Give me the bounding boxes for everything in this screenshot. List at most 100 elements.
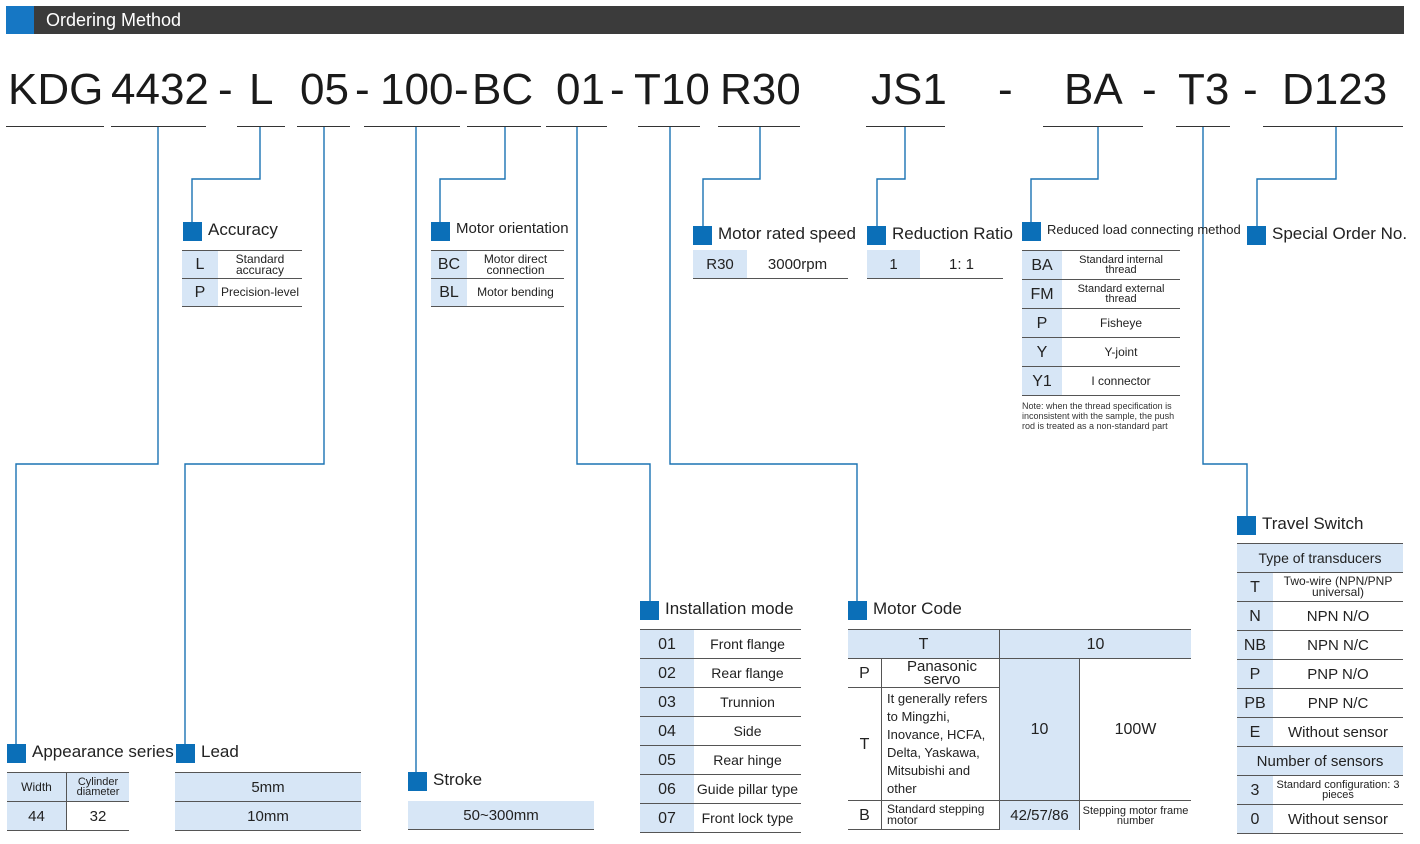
option-code: BL [431, 279, 467, 306]
motor-code-body: P Panasonic servo T It generally refers … [848, 659, 1191, 830]
table-row: BC Motor direct connection [431, 251, 564, 279]
table-header: Width [7, 773, 67, 801]
connector-orientation [439, 127, 506, 222]
table-row: 10mm [175, 802, 361, 831]
accuracy-title: Accuracy [208, 220, 278, 239]
table-row: 50~300mm [408, 801, 594, 830]
option-label: PNP N/O [1307, 665, 1369, 683]
table-row: 05 Rear hinge [640, 746, 801, 775]
code-underline [1263, 126, 1403, 127]
motor-code-title: Motor Code [873, 599, 962, 618]
option-code: NB [1237, 631, 1273, 659]
option-code: P [1022, 309, 1062, 337]
table-row: P PNP N/O [1237, 660, 1403, 689]
option-code: BA [1022, 251, 1062, 279]
diameter-value: 32 [89, 807, 107, 825]
option-code: 07 [640, 804, 694, 832]
connector-accuracy [191, 127, 261, 222]
motor-orientation-table: BC Motor direct connection BL Motor bend… [431, 250, 564, 307]
option-label: Rear hinge [713, 751, 782, 768]
option-label: It generally refers to Mingzhi, Inovance… [887, 691, 988, 796]
table-header: T [848, 630, 1000, 658]
option-label: Without sensor [1287, 723, 1389, 741]
connector-ratio [876, 127, 906, 226]
option-label: Y-joint [1104, 344, 1138, 359]
option-code: BC [431, 251, 467, 278]
table-row: FM Standard external thread [1022, 280, 1180, 309]
connector-special [1256, 127, 1337, 226]
option-code: 3 [1237, 776, 1273, 804]
connector-installation [576, 127, 651, 601]
connector-switch [1202, 127, 1248, 516]
option-code: 01 [640, 630, 694, 658]
table-row: E Without sensor [1237, 718, 1403, 747]
table-row: 3 Standard configuration: 3 pieces [1237, 776, 1403, 805]
code-dash: - [1142, 65, 1157, 114]
motor-code-table: T 10 P Panasonic servo T It generally re… [848, 629, 1191, 831]
stroke-range: 50~300mm [463, 806, 539, 824]
code-orientation: BC [472, 65, 534, 114]
table-row: BA Standard internal thread [1022, 251, 1180, 280]
table-header-row: Number of sensors [1237, 747, 1403, 776]
special-order-title: Special Order No. [1272, 224, 1408, 243]
section-square-icon [1022, 222, 1041, 241]
table-row: T It generally refers to Mingzhi, Inovan… [848, 688, 999, 801]
table-row: P Panasonic servo [848, 659, 999, 688]
connector-speed [702, 127, 761, 226]
section-square-icon [640, 601, 659, 620]
reduced-load-title: Reduced load connecting method [1047, 222, 1241, 237]
option-label: Fisheye [1099, 315, 1143, 330]
table-header-row: Width Cylinder diameter [7, 773, 129, 802]
table-row: NB NPN N/C [1237, 631, 1403, 660]
table-row: Y1 I connector [1022, 367, 1180, 396]
table-row: T Two-wire (NPN/PNP universal) [1237, 573, 1403, 602]
travel-switch-table: Type of transducers T Two-wire (NPN/PNP … [1237, 543, 1403, 834]
code-installation: 01 [556, 65, 605, 114]
code-stroke: 100 [380, 65, 454, 114]
lead-title: Lead [201, 742, 239, 761]
table-row: N NPN N/O [1237, 602, 1403, 631]
motor-orientation-title: Motor orientation [456, 220, 569, 237]
option-label: 3000rpm [767, 255, 828, 273]
option-code: Y1 [1022, 367, 1062, 395]
code-series: KDG [8, 65, 104, 114]
option-code: P [182, 279, 218, 306]
table-row: 02 Rear flange [640, 659, 801, 688]
option-code: N [1237, 602, 1273, 630]
table-row: L Standard accuracy [182, 251, 302, 279]
option-code: PB [1237, 689, 1273, 717]
option-label: Two-wire (NPN/PNP universal) [1283, 574, 1393, 599]
motor-rated-speed-table: R30 3000rpm [693, 250, 848, 279]
option-label: PNP N/C [1307, 694, 1369, 712]
table-row: 03 Trunnion [640, 688, 801, 717]
option-label: Standard stepping motor [887, 802, 985, 827]
table-row: 10 100W [1000, 659, 1191, 801]
option-label: 1: 1 [948, 255, 975, 273]
code-underline [1176, 126, 1230, 127]
table-row: 06 Guide pillar type [640, 775, 801, 804]
code-speed: R30 [720, 65, 801, 114]
option-label: Motor bending [477, 285, 554, 299]
code-dash: - [454, 65, 469, 114]
table-row: 0 Without sensor [1237, 805, 1403, 834]
code-underline [364, 126, 460, 127]
option-label: Panasonic servo [906, 659, 978, 687]
connector-load [1030, 127, 1099, 222]
section-square-icon [176, 744, 195, 763]
option-code: 04 [640, 717, 694, 745]
code-underline [6, 126, 104, 127]
section-square-icon [1237, 516, 1256, 535]
option-code: 05 [640, 746, 694, 774]
code-underline [1043, 126, 1143, 127]
option-code: B [848, 801, 882, 829]
code-underline [111, 126, 206, 127]
table-row: 1 1: 1 [867, 250, 1003, 279]
code-switch: T3 [1178, 65, 1230, 114]
code-dash: - [998, 65, 1013, 114]
option-label: Standard configuration: 3 pieces [1276, 779, 1400, 801]
motor-spec-column: 10 100W 42/57/86 Stepping motor frame nu… [1000, 659, 1191, 830]
table-row: P Precision-level [182, 279, 302, 307]
code-size: 4432 [111, 65, 209, 114]
table-row: 44 32 [7, 802, 129, 831]
